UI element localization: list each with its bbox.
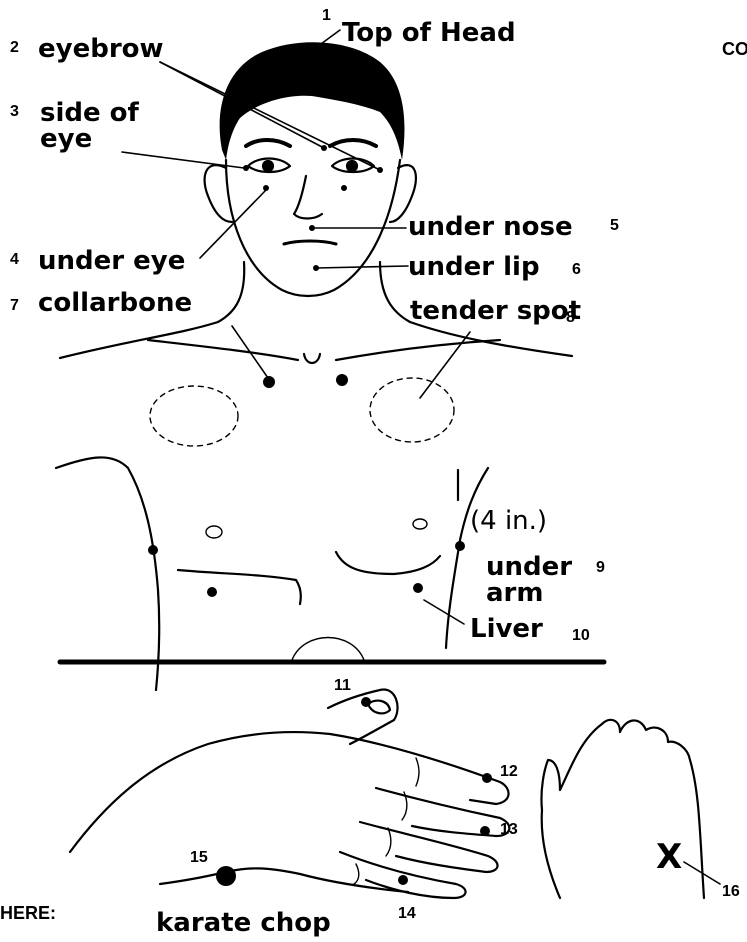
- point-number-1: 1: [322, 8, 331, 24]
- point-number-7: 7: [10, 298, 19, 314]
- right-pupil: [347, 161, 357, 171]
- left-clavicle: [148, 340, 298, 360]
- nose: [294, 176, 322, 219]
- label-liver: Liver: [470, 616, 543, 642]
- point-under-eye-right: [341, 185, 347, 191]
- point-liver-left: [207, 587, 217, 597]
- point-number-4: 4: [10, 252, 19, 268]
- point-index: [482, 773, 492, 783]
- point-underarm-right: [455, 541, 465, 551]
- label-under-arm-2: arm: [486, 580, 543, 606]
- point-number-16: 16: [722, 884, 740, 900]
- point-collarbone-left: [263, 376, 275, 388]
- point-number-5: 5: [610, 218, 619, 234]
- thumbnail: [368, 701, 390, 714]
- knuckle-marks: [354, 758, 419, 884]
- label-top-of-head: Top of Head: [342, 20, 516, 46]
- right-shoulder: [410, 322, 572, 356]
- left-nipple: [206, 526, 222, 538]
- label-eyebrow: eyebrow: [38, 36, 164, 62]
- point-number-10: 10: [572, 628, 590, 644]
- mouth: [284, 241, 336, 244]
- point-number-9: 9: [596, 560, 605, 576]
- right-clavicle: [336, 340, 500, 360]
- left-arm-line: [56, 457, 159, 690]
- leader-8: [420, 332, 470, 398]
- edge-text-top-right: CO: [722, 40, 747, 58]
- point-thumb: [361, 697, 371, 707]
- label-tender-spot: tender spot: [410, 298, 581, 324]
- hands-drawing: [70, 690, 704, 898]
- left-pectoral-zone: [150, 386, 238, 446]
- label-collarbone: collarbone: [38, 290, 192, 316]
- left-chest-contour: [178, 570, 301, 604]
- point-number-6: 6: [572, 262, 581, 278]
- point-number-13: 13: [500, 822, 518, 838]
- point-under-nose: [309, 225, 315, 231]
- point-little: [398, 875, 408, 885]
- point-number-3: 3: [10, 104, 19, 120]
- x-mark: X: [656, 840, 682, 874]
- navel-arc: [292, 638, 364, 661]
- left-eyebrow: [246, 140, 290, 146]
- left-neck: [218, 262, 244, 322]
- point-number-11: 11: [334, 678, 351, 694]
- label-under-arm-1: under: [486, 554, 572, 580]
- leader-10: [424, 600, 464, 624]
- point-number-8: 8: [566, 310, 575, 326]
- label-under-lip: under lip: [408, 254, 540, 280]
- left-shoulder: [60, 322, 218, 358]
- leader-7: [232, 326, 268, 378]
- hand-top: [70, 732, 509, 852]
- point-side-of-eye: [243, 165, 249, 171]
- point-number-15: 15: [190, 850, 208, 866]
- edge-text-bottom-left: HERE:: [0, 904, 56, 922]
- label-under-nose: under nose: [408, 214, 573, 240]
- label-side-of-eye-2: eye: [40, 126, 92, 152]
- right-chest-contour: [336, 552, 440, 574]
- point-eyebrow: [321, 145, 327, 151]
- point-liver-right: [413, 583, 423, 593]
- point-side-of-eye-right: [377, 167, 383, 173]
- label-four-inches: (4 in.): [470, 508, 547, 534]
- right-nipple: [413, 519, 427, 529]
- left-pupil: [263, 161, 273, 171]
- leader-6: [316, 266, 408, 268]
- right-eyebrow: [330, 140, 376, 146]
- point-collarbone-right: [336, 374, 348, 386]
- label-under-eye: under eye: [38, 248, 185, 274]
- right-neck: [380, 262, 410, 322]
- right-pectoral-zone: [370, 378, 454, 442]
- point-karate-chop: [216, 866, 236, 886]
- sternal-notch: [304, 354, 320, 363]
- point-under-eye-left: [263, 185, 269, 191]
- head-drawing: [205, 42, 416, 322]
- label-karate-chop: karate chop: [156, 910, 331, 936]
- point-middle: [480, 826, 490, 836]
- point-under-lip: [313, 265, 319, 271]
- hand-bottom: [160, 868, 408, 892]
- point-underarm-left: [148, 545, 158, 555]
- label-side-of-eye-1: side of: [40, 100, 139, 126]
- point-number-14: 14: [398, 906, 416, 922]
- point-number-2: 2: [10, 40, 19, 56]
- point-number-12: 12: [500, 764, 518, 780]
